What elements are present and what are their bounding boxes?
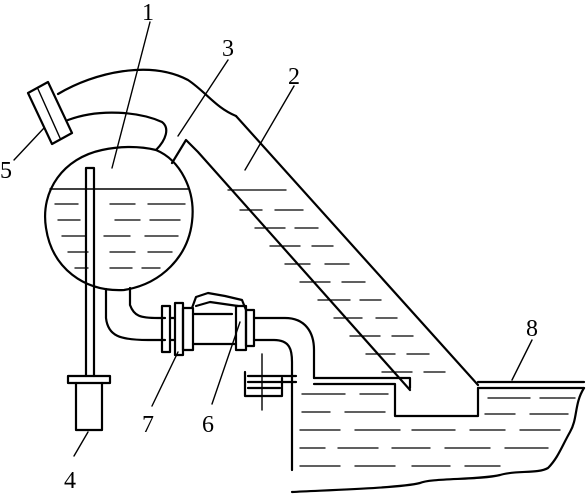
lower-tank [243,370,586,494]
leader-lines [13,21,533,457]
bent-pipe [56,68,480,387]
vessel-outlet-pipe [104,286,167,342]
leader-4 [73,431,89,457]
tank-liquid [299,393,576,467]
flange-pair [160,301,195,357]
label-6: 6 [202,412,214,438]
thermometer-rod [66,166,112,432]
label-3: 3 [222,36,234,62]
leader-6 [211,321,241,405]
leader-5 [13,127,45,161]
spherical-vessel [43,145,194,292]
label-7: 7 [142,412,154,438]
label-5: 5 [0,158,12,184]
label-4: 4 [64,468,76,494]
label-8: 8 [526,316,538,342]
pipe-end-flange [26,80,74,146]
valve [190,291,256,352]
leader-3 [177,59,229,137]
vessel-liquid [54,203,186,269]
channel-liquid [227,189,446,373]
labels: 1 2 3 4 5 6 7 8 [0,0,538,494]
label-2: 2 [288,64,300,90]
leader-1 [111,21,151,169]
leader-2 [244,85,295,171]
label-1: 1 [142,0,154,26]
leader-8 [511,339,533,381]
inclined-channel-inner-wall [170,138,412,392]
leader-7 [151,351,179,407]
